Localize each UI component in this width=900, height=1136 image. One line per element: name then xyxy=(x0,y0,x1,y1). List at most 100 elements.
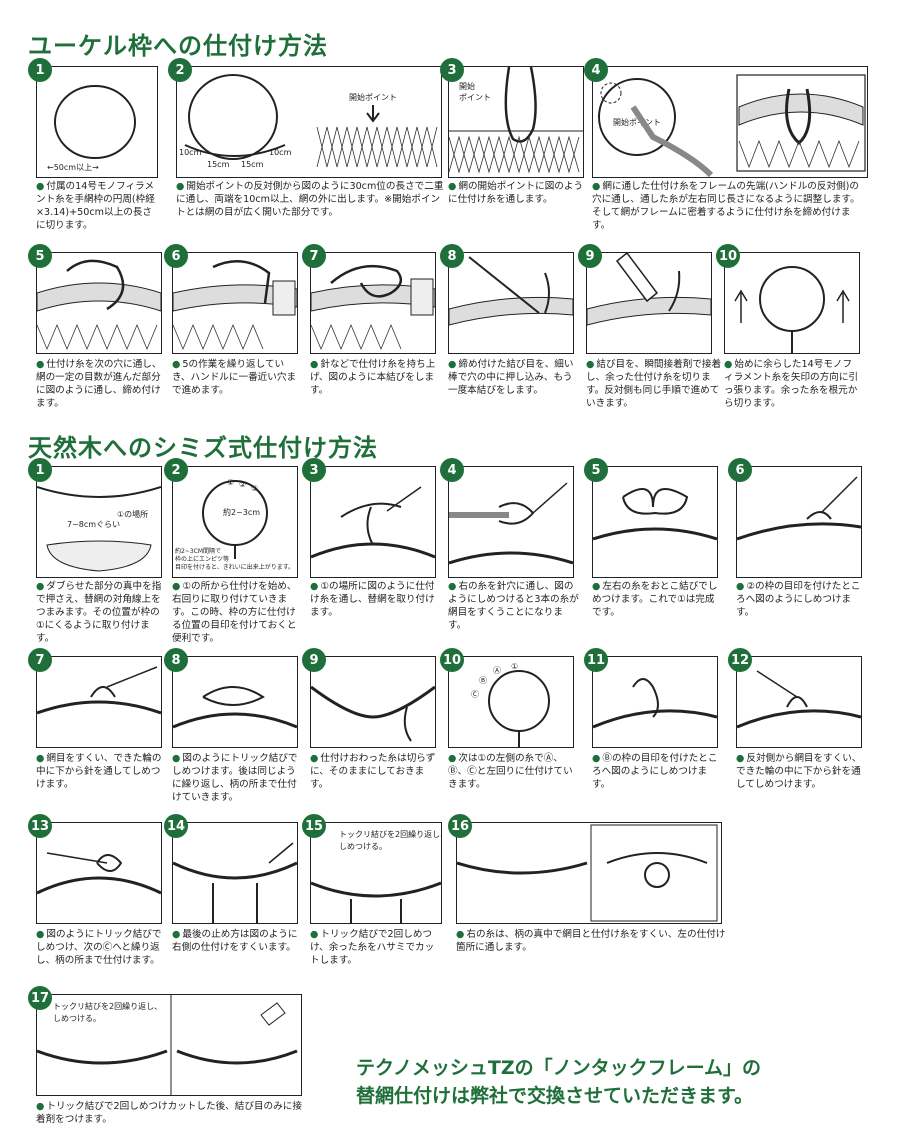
step-number-badge: 9 xyxy=(302,648,326,672)
s1-step-7-caption: ●針などで仕付け糸を持ち上げ、図のように本結びをします。 xyxy=(310,359,436,396)
s2-step-10-illustration: Ⓐ ① Ⓑ Ⓒ xyxy=(448,656,574,748)
step-number-badge: 4 xyxy=(440,458,464,482)
start-point-label: ポイント xyxy=(459,93,491,102)
s1-step-10-caption: ●始めに余らした14号モノフィラメント糸を矢印の方向に引っ張ります。余った糸を根… xyxy=(724,359,859,409)
note-label: トックリ結びを2回繰り返し、 xyxy=(339,829,441,839)
s1-step-5-caption: ●仕付け糸を次の穴に通し、網の一定の目数が進んだ部分に図のように通し、締め付けま… xyxy=(36,359,162,409)
s2-step-11-illustration xyxy=(592,656,718,748)
step-number-badge: 1 xyxy=(28,58,52,82)
s1-step-8-illustration xyxy=(448,252,574,354)
s1-step-3-illustration: 開始 ポイント xyxy=(448,66,584,178)
step-number-badge: 6 xyxy=(164,244,188,268)
dimension-label: 10cm xyxy=(179,148,202,157)
step-number-badge: 16 xyxy=(448,814,472,838)
footer-line-1: テクノメッシュTZの「ノンタックフレーム」の xyxy=(356,1057,762,1079)
s2-step-5-caption: ●左右の糸をおとこ結びでしめつけます。これで①は完成です。 xyxy=(592,581,718,618)
step-number-badge: 5 xyxy=(28,244,52,268)
note-label: 約2~3CM間隔で xyxy=(175,547,221,555)
s2-step-12-illustration xyxy=(736,656,862,748)
step-number-badge: 1 xyxy=(28,458,52,482)
mark-label: Ⓐ xyxy=(493,666,501,675)
s2-step-4-illustration xyxy=(448,466,574,578)
s1-step-6-caption: ●5の作業を繰り返していき、ハンドルに一番近い穴まで進めます。 xyxy=(172,359,297,396)
s2-step-8-illustration xyxy=(172,656,298,748)
section2-title: 天然木へのシミズ式仕付け方法 xyxy=(28,434,378,462)
dimension-label: 15cm xyxy=(241,160,264,169)
s2-step-2-illustration: ① ② ③ 約2~3cm 約2~3CM間隔で 枠の上にエンピツ等 目印を付けると… xyxy=(172,466,298,578)
dimension-label: ←50cm以上→ xyxy=(47,163,99,172)
s2-step-14-caption: ●最後の止め方は図のように右側の仕付けをすくいます。 xyxy=(172,929,298,953)
s2-step-13-caption: ●図のようにトリック結びでしめつけ、次のⒸへと繰り返し、柄の所まで仕付けます。 xyxy=(36,929,162,966)
dimension-label: 10cm xyxy=(269,148,292,157)
s1-step-10-illustration xyxy=(724,252,860,354)
section1-title: ユーケル枠への仕付け方法 xyxy=(28,32,328,60)
s2-step-1-illustration: 7~8cmぐらい ①の場所 xyxy=(36,466,162,578)
step-number-badge: 8 xyxy=(440,244,464,268)
start-point-label: 開始ポイント xyxy=(613,117,661,127)
s2-step-3-illustration xyxy=(310,466,436,578)
s1-step-4-illustration: 開始ポイント xyxy=(592,66,868,178)
mark-label: Ⓒ xyxy=(471,690,479,699)
s1-step-5-illustration xyxy=(36,252,162,354)
s2-step-12-caption: ●反対側から網目をすくい、できた輪の中に下から針を通してしめつけます。 xyxy=(736,753,862,790)
s2-step-16-illustration xyxy=(456,822,722,924)
note-label: 目印を付けると、きれいに出来上がります。 xyxy=(175,563,294,571)
footer-notice: テクノメッシュTZの「ノンタックフレーム」の 替網仕付けは弊社で交換させていただ… xyxy=(356,1054,761,1110)
s2-step-3-caption: ●①の場所に図のように仕付け糸を通し、替網を取り付けます。 xyxy=(310,581,435,618)
s1-step-9-caption: ●結び目を、瞬間接着剤で接着し、余った仕付け糸を切ります。反対側も同じ手順で進め… xyxy=(586,359,722,409)
note-label: トックリ結びを2回繰り返し、 xyxy=(53,1001,162,1011)
s2-step-15-illustration: トックリ結びを2回繰り返し、 しめつける。 xyxy=(310,822,442,924)
step-number-badge: 7 xyxy=(28,648,52,672)
note-label: 枠の上にエンピツ等 xyxy=(175,555,229,563)
step-number-badge: 8 xyxy=(164,648,188,672)
footer-line-2: 替網仕付けは弊社で交換させていただきます。 xyxy=(356,1085,754,1107)
note-label: しめつける。 xyxy=(53,1014,101,1023)
step-number-badge: 4 xyxy=(584,58,608,82)
s2-step-4-caption: ●右の糸を針穴に通し、図のようにしめつけると3本の糸が網目をすくうことになります… xyxy=(448,581,579,631)
s2-step-13-illustration xyxy=(36,822,162,924)
step-number-badge: 2 xyxy=(164,458,188,482)
s1-step-4-caption: ●網に通した仕付け糸をフレームの先端(ハンドルの反対側)の穴に通し、通した糸が左… xyxy=(592,181,860,231)
step-number-badge: 17 xyxy=(28,986,52,1010)
location-label: ①の場所 xyxy=(117,509,148,519)
s2-step-17-illustration: トックリ結びを2回繰り返し、 しめつける。 xyxy=(36,994,302,1096)
mark-label: ① xyxy=(227,478,234,487)
s1-step-2-illustration: 10cm 15cm 15cm 10cm 開始ポイント xyxy=(176,66,442,178)
step-number-badge: 3 xyxy=(440,58,464,82)
step-number-badge: 6 xyxy=(728,458,752,482)
s2-step-14-illustration xyxy=(172,822,298,924)
step-number-badge: 12 xyxy=(728,648,752,672)
s2-step-6-caption: ●②の枠の目印を付けたところへ図のようにしめつけます。 xyxy=(736,581,861,618)
note-label: しめつける。 xyxy=(339,842,387,851)
s2-step-16-caption: ●右の糸は、柄の真中で網目と仕付け糸をすくい、左の仕付け箇所に通します。 xyxy=(456,929,726,953)
mark-label: Ⓑ xyxy=(479,676,487,685)
dimension-label: 15cm xyxy=(207,160,230,169)
s1-step-7-illustration xyxy=(310,252,436,354)
s2-step-5-illustration xyxy=(592,466,718,578)
s1-step-6-illustration xyxy=(172,252,298,354)
s1-step-8-caption: ●締め付けた結び目を、細い棒で穴の中に押し込み、もう一度本結びをします。 xyxy=(448,359,574,396)
s2-step-9-caption: ●仕付けおわった糸は切らずに、そのままにしておきます。 xyxy=(310,753,436,790)
s2-step-15-caption: ●トリック結びで2回しめつけ、余った糸をハサミでカットします。 xyxy=(310,929,435,966)
mark-label: ② xyxy=(239,480,246,489)
step-number-badge: 11 xyxy=(584,648,608,672)
s2-step-8-caption: ●図のようにトリック結びでしめつけます。後は同じように繰り返し、柄の所まで仕付け… xyxy=(172,753,298,803)
s1-step-1-caption: ●付属の14号モノフィラメント糸を手網枠の円周(枠経×3.14)+50cm以上の… xyxy=(36,181,155,231)
step-number-badge: 7 xyxy=(302,244,326,268)
mark-label: ① xyxy=(511,662,518,671)
s2-step-2-caption: ●①の所から仕付けを始め、右回りに取り付けていきます。この時、枠の方に仕付ける位… xyxy=(172,581,297,644)
s2-step-6-illustration xyxy=(736,466,862,578)
step-number-badge: 15 xyxy=(302,814,326,838)
s2-step-17-caption: ●トリック結びで2回しめつけカットした後、結び目のみに接着剤をつけます。 xyxy=(36,1101,302,1125)
dimension-label: 7~8cmぐらい xyxy=(67,520,120,529)
s2-step-7-caption: ●網目をすくい、できた輪の中に下から針を通してしめつけます。 xyxy=(36,753,162,790)
s1-step-2-caption: ●開始ポイントの反対側から図のように30cm位の長さで二重に通し、両端を10cm… xyxy=(176,181,444,218)
start-point-label: 開始ポイント xyxy=(349,92,397,102)
mark-label: ③ xyxy=(251,484,258,493)
s2-step-1-caption: ●ダブらせた部分の真中を指で押さえ、替網の対角線上をつまみます。その位置が枠の①… xyxy=(36,581,162,644)
step-number-badge: 3 xyxy=(302,458,326,482)
step-number-badge: 2 xyxy=(168,58,192,82)
step-number-badge: 13 xyxy=(28,814,52,838)
step-number-badge: 10 xyxy=(716,244,740,268)
s2-step-11-caption: ●Ⓑの枠の目印を付けたところへ図のようにしめつけます。 xyxy=(592,753,718,790)
